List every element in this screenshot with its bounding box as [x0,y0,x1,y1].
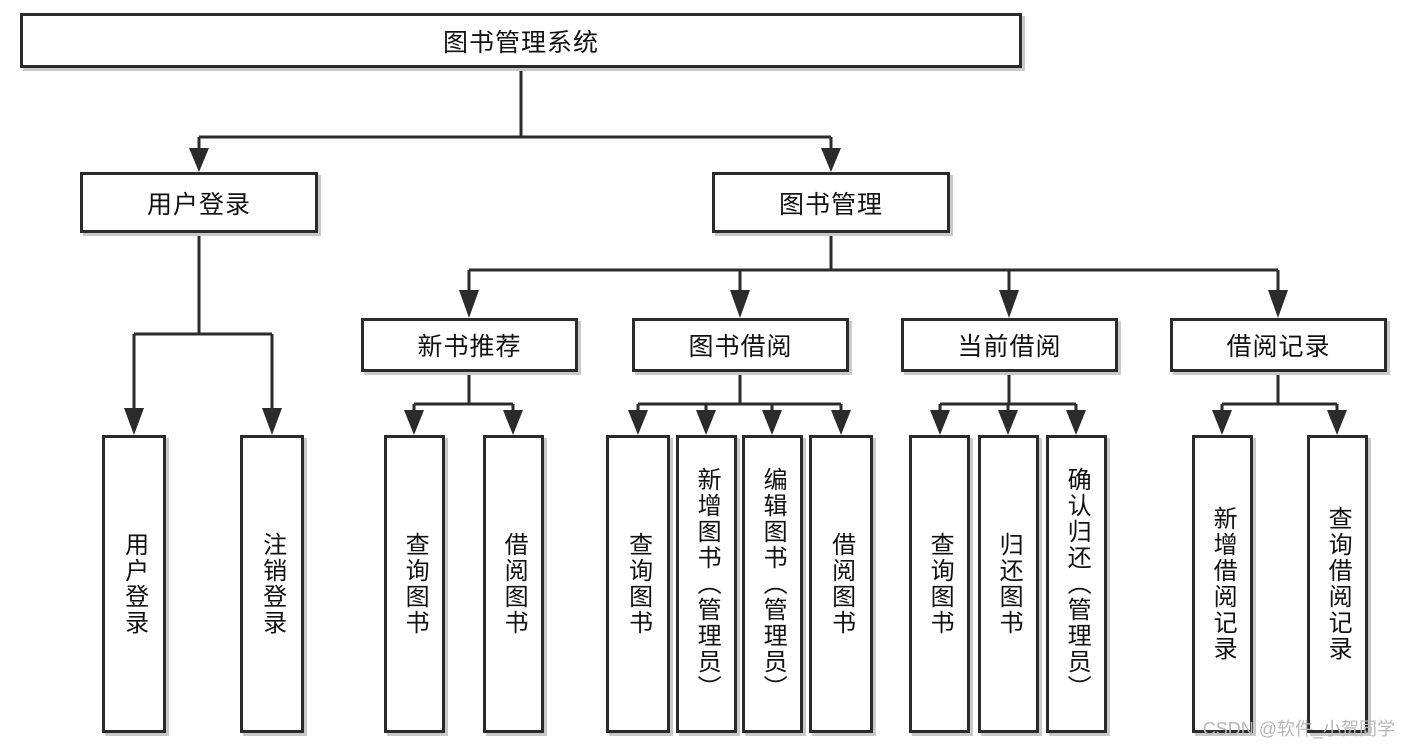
leaf-logout[interactable]: 注销登录 [240,435,304,733]
leaf-cb-return-book-label: 归还图书 [995,532,1023,636]
leaf-br-query-record[interactable]: 查询借阅记录 [1307,435,1368,733]
arrow-to-borrow-records [1268,290,1288,318]
arrow-bb-leaf1 [628,410,648,435]
leaf-nb-query-book-wrap: 查询图书 [387,438,442,730]
leaf-bb-borrow-book-label: 借阅图书 [827,532,855,636]
leaf-user-login-wrap: 用户登录 [105,438,163,730]
arrow-br-leaf1 [1212,410,1232,435]
node-user-login[interactable]: 用户登录 [80,172,318,233]
leaf-cb-confirm-return-admin-label: 确认归还（管理员） [1063,467,1091,701]
node-book-borrow[interactable]: 图书借阅 [632,318,849,372]
leaf-nb-borrow-book[interactable]: 借阅图书 [483,435,544,733]
arrow-nb-leaf2 [503,410,523,435]
node-book-management-label: 图书管理 [778,190,883,219]
arrow-to-user-login [189,148,209,172]
leaf-br-add-record[interactable]: 新增借阅记录 [1192,435,1253,733]
leaf-logout-label: 注销登录 [258,532,286,636]
node-book-management[interactable]: 图书管理 [712,172,950,233]
leaf-cb-query-book[interactable]: 查询图书 [909,435,970,733]
leaf-bb-query-book-wrap: 查询图书 [609,438,667,730]
arrow-to-current-borrow [999,290,1019,318]
node-borrow-records-label: 借阅记录 [1226,333,1331,361]
arrow-to-book-manage [821,148,841,172]
arrow-bb-leaf3 [762,410,782,435]
arrow-leaf-logout [262,408,282,435]
leaf-bb-query-book[interactable]: 查询图书 [606,435,670,733]
leaf-cb-query-book-label: 查询图书 [926,532,954,636]
leaf-nb-query-book-label: 查询图书 [401,532,429,636]
leaf-nb-query-book[interactable]: 查询图书 [384,435,445,733]
leaf-bb-query-book-label: 查询图书 [624,532,652,636]
leaf-nb-borrow-book-label: 借阅图书 [500,532,528,636]
leaf-bb-edit-book-admin-wrap: 编辑图书（管理员） [745,438,800,730]
leaf-bb-edit-book-admin[interactable]: 编辑图书（管理员） [742,435,803,733]
arrow-cb-leaf1 [930,410,950,435]
node-new-book-recommend[interactable]: 新书推荐 [361,318,578,372]
leaf-nb-borrow-book-wrap: 借阅图书 [486,438,541,730]
node-new-book-recommend-label: 新书推荐 [417,333,522,361]
leaf-cb-return-book[interactable]: 归还图书 [978,435,1039,733]
arrow-br-leaf2 [1327,410,1347,435]
leaf-user-login-label: 用户登录 [120,532,148,636]
arrow-bb-leaf2 [696,410,716,435]
leaf-cb-confirm-return-admin-wrap: 确认归还（管理员） [1049,438,1104,730]
leaf-cb-return-book-wrap: 归还图书 [981,438,1036,730]
leaf-bb-edit-book-admin-label: 编辑图书（管理员） [759,467,787,701]
leaf-bb-borrow-book-wrap: 借阅图书 [812,438,870,730]
node-book-borrow-label: 图书借阅 [688,333,793,361]
leaf-bb-add-book-admin-label: 新增图书（管理员） [693,467,721,701]
leaf-bb-borrow-book[interactable]: 借阅图书 [809,435,873,733]
leaf-logout-wrap: 注销登录 [243,438,301,730]
arrow-to-new-book [459,290,479,318]
node-current-borrow-label: 当前借阅 [957,333,1062,361]
arrow-bb-leaf4 [831,410,851,435]
leaf-user-login[interactable]: 用户登录 [102,435,166,733]
arrow-to-book-borrow [730,290,750,318]
node-borrow-records[interactable]: 借阅记录 [1170,318,1387,372]
leaf-cb-query-book-wrap: 查询图书 [912,438,967,730]
leaf-bb-add-book-admin-wrap: 新增图书（管理员） [679,438,734,730]
node-user-login-label: 用户登录 [146,190,251,219]
node-root-book-management-system[interactable]: 图书管理系统 [20,13,1022,68]
leaf-br-query-record-label: 查询借阅记录 [1324,506,1352,662]
node-current-borrow[interactable]: 当前借阅 [901,318,1118,372]
arrow-nb-leaf1 [404,410,424,435]
arrow-leaf-user-login [124,408,144,435]
leaf-br-query-record-wrap: 查询借阅记录 [1310,438,1365,730]
leaf-br-add-record-label: 新增借阅记录 [1209,506,1237,662]
arrow-cb-leaf2 [998,410,1018,435]
node-root-label: 图书管理系统 [442,28,599,57]
arrow-cb-leaf3 [1066,410,1086,435]
leaf-cb-confirm-return-admin[interactable]: 确认归还（管理员） [1046,435,1107,733]
leaf-br-add-record-wrap: 新增借阅记录 [1195,438,1250,730]
leaf-bb-add-book-admin[interactable]: 新增图书（管理员） [676,435,737,733]
